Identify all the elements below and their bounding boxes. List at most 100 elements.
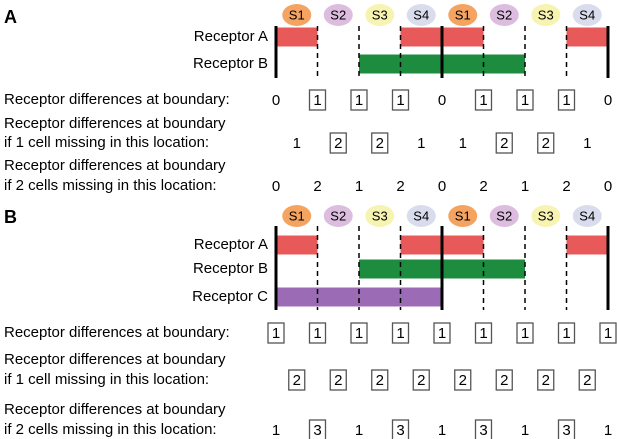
panel-a-row-3-value-1: 0 xyxy=(272,178,280,195)
panel-a-row-2-value-box-2 xyxy=(329,132,347,154)
panel-a-segment-2-label: S2 xyxy=(330,7,346,22)
panel-a-segment-8-label: S4 xyxy=(579,7,595,22)
panel-a-row-2-value-2: 2 xyxy=(334,135,342,152)
panel-b-segment-4-marker xyxy=(406,205,436,227)
panel-a-receptor-1-label: Receptor A xyxy=(194,28,268,45)
panel-a-row-1-value-box-2 xyxy=(308,89,327,111)
panel-a-row-2-value-box-7 xyxy=(537,132,555,154)
panel-b-row-1-value-box-8 xyxy=(557,322,576,344)
panel-b-receptor-1-bar-3 xyxy=(566,235,608,255)
panel-a-row-2-value-4: 1 xyxy=(417,135,425,152)
panel-b-row-2-value-box-8 xyxy=(578,369,596,391)
panel-a-receptor-2-label: Receptor B xyxy=(193,55,268,72)
panel-a-row-2-value-box-6 xyxy=(495,132,513,154)
panel-a-row-3-value-8: 2 xyxy=(562,178,570,195)
panel-b-segment-7-label: S3 xyxy=(538,208,554,223)
panel-b-row-1-label-line-1: Receptor differences at boundary: xyxy=(4,324,230,341)
panel-a-row-3-value-5: 0 xyxy=(438,178,446,195)
panel-a-row-2-label-line-2: if 1 cell missing in this location: xyxy=(4,134,209,151)
panel-a-segment-3-marker xyxy=(365,4,395,26)
panel-a-row-1-value-box-3 xyxy=(350,89,368,111)
panel-b-row-3-value-9: 1 xyxy=(604,422,612,439)
panel-a-row-1-value-4: 1 xyxy=(396,92,404,109)
panel-a-row-1-label-line-1: Receptor differences at boundary: xyxy=(4,91,230,108)
panel-b-row-3-value-1: 1 xyxy=(272,422,280,439)
panel-b-row-2-label-line-1: Receptor differences at boundary xyxy=(4,351,226,368)
panel-b-row-2-value-box-5 xyxy=(454,369,472,391)
panel-b-row-1-value-box-3 xyxy=(350,322,368,344)
panel-b-row-2-value-4: 2 xyxy=(417,372,425,389)
panel-b-row-3-value-box-4 xyxy=(391,419,410,439)
panel-b-row-2-value-1: 2 xyxy=(293,372,301,389)
panel-b-row-2-value-8: 2 xyxy=(583,372,591,389)
panel-b-row-1-value-2: 1 xyxy=(313,325,321,342)
panel-a-letter: A xyxy=(4,7,17,27)
panel-b-row-2-value-box-6 xyxy=(495,369,513,391)
panel-a-row-1-value-2: 1 xyxy=(313,92,321,109)
panel-b-row-2-value-box-7 xyxy=(537,369,555,391)
panel-a-row-1-value-3: 1 xyxy=(355,92,363,109)
panel-b-row-1-value-7: 1 xyxy=(521,325,529,342)
panel-b-row-1-value-box-7 xyxy=(516,322,534,344)
panel-a-row-3-value-2: 2 xyxy=(313,178,321,195)
panel-a-segment-6-marker xyxy=(489,4,519,26)
panel-b-receptor-1-bar-1 xyxy=(276,235,318,255)
panel-a-row-2-value-box-3 xyxy=(371,132,389,154)
panel-a-row-1-value-box-4 xyxy=(391,89,410,111)
panel-b-row-3-label-line-1: Receptor differences at boundary xyxy=(4,401,226,418)
panel-b-segment-6-label: S2 xyxy=(496,208,512,223)
panel-a-segment-5-label: S1 xyxy=(455,7,471,22)
panel-b-row-1-value-box-1 xyxy=(267,322,285,344)
panel-b-segment-8-marker xyxy=(572,205,602,227)
panel-a-row-1-value-5: 0 xyxy=(438,92,446,109)
panel-b-row-1-value-box-4 xyxy=(391,322,410,344)
panel-b-row-2-value-3: 2 xyxy=(376,372,384,389)
panel-b-row-3-value-7: 1 xyxy=(521,422,529,439)
panel-b-row-3-value-box-8 xyxy=(557,419,576,439)
panel-a-row-3-value-4: 2 xyxy=(396,178,404,195)
panel-b-segment-1-label: S1 xyxy=(289,208,305,223)
panel-b-row-3-value-5: 1 xyxy=(438,422,446,439)
panel-b-row-3-label-line-2: if 2 cells missing in this location: xyxy=(4,421,217,438)
panel-b-row-3-value-box-6 xyxy=(474,419,493,439)
panel-b-row-1-value-5: 1 xyxy=(438,325,446,342)
panel-a-row-3-value-7: 1 xyxy=(521,178,529,195)
panel-b-row-1-value-1: 1 xyxy=(272,325,280,342)
panel-a-row-3-value-6: 2 xyxy=(479,178,487,195)
panel-a-row-1-value-box-7 xyxy=(516,89,534,111)
panel-b-segment-6-marker xyxy=(489,205,519,227)
panel-a-row-1-value-box-6 xyxy=(474,89,493,111)
panel-a-row-1-value-7: 1 xyxy=(521,92,529,109)
panel-b-row-1-value-box-9 xyxy=(599,322,617,344)
panel-a-row-2-value-3: 2 xyxy=(376,135,384,152)
panel-a-segment-3-label: S3 xyxy=(372,7,388,22)
panel-a-segment-7-label: S3 xyxy=(538,7,554,22)
panel-b-row-2-value-box-2 xyxy=(329,369,347,391)
panel-a-segment-8-marker xyxy=(572,4,602,26)
panel-a-segment-7-marker xyxy=(531,4,561,26)
panel-a-receptor-1-bar-3 xyxy=(566,27,608,47)
panel-b-row-1-value-box-5 xyxy=(433,322,451,344)
panel-b-segment-3-marker xyxy=(365,205,395,227)
panel-a-row-2-label-line-1: Receptor differences at boundary xyxy=(4,115,226,132)
panel-b-row-2-value-box-1 xyxy=(288,369,306,391)
panel-b-row-3-value-6: 3 xyxy=(479,422,487,439)
panel-b-segment-7-marker xyxy=(531,205,561,227)
panel-a-row-1-value-8: 1 xyxy=(562,92,570,109)
panel-a-row-2-value-7: 2 xyxy=(542,135,550,152)
panel-b-row-1-value-8: 1 xyxy=(562,325,570,342)
panel-a-row-2-value-1: 1 xyxy=(293,135,301,152)
panel-b-receptor-2-label: Receptor B xyxy=(193,260,268,277)
panel-b-receptor-1-label: Receptor A xyxy=(194,236,268,253)
receptor-bars xyxy=(274,26,610,310)
panel-b-row-3-value-box-2 xyxy=(308,419,327,439)
panel-b-letter: B xyxy=(4,207,17,227)
panel-a-segment-5-marker xyxy=(448,4,478,26)
panel-b-row-1-value-9: 1 xyxy=(604,325,612,342)
panel-b-row-1-value-4: 1 xyxy=(396,325,404,342)
panel-b-row-2-value-7: 2 xyxy=(542,372,550,389)
panel-a-row-3-label-line-1: Receptor differences at boundary xyxy=(4,157,226,174)
panel-b-row-2-value-2: 2 xyxy=(334,372,342,389)
